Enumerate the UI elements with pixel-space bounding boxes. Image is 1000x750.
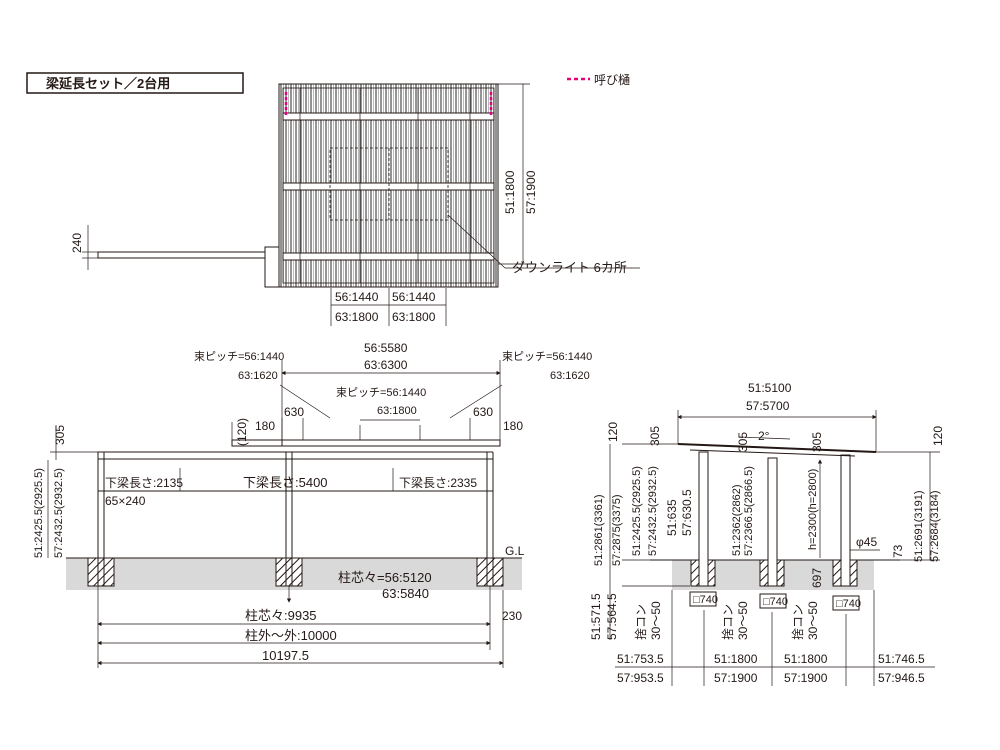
- dim-697: 697: [810, 568, 824, 588]
- stone-3-range: 30〜50: [806, 601, 820, 640]
- bottom-4a: 51:746.5: [878, 652, 925, 666]
- front-total-b: 63:6300: [364, 358, 408, 372]
- dim-120: (120): [235, 418, 249, 446]
- gl-label: G.L: [505, 544, 525, 558]
- stone-2: 捨コン: [720, 604, 735, 640]
- phi-label: φ45: [856, 535, 877, 549]
- plan-depth-2: 57:1900: [524, 170, 538, 214]
- dim-180-right: 180: [503, 419, 523, 433]
- mid-h3: h=2300(h=2800): [807, 469, 819, 550]
- left-h-b: 57:2875(3375): [611, 494, 623, 566]
- legend: 呼び樋: [567, 72, 630, 87]
- downlight-label: ダウンライト 6カ所: [512, 260, 627, 275]
- bottom-3b: 57:1900: [784, 671, 828, 685]
- front-height-b: 57:2432.5(2932.5): [53, 468, 65, 558]
- foot-3: □740: [836, 598, 861, 610]
- plan-beam-ext: 240: [70, 233, 84, 253]
- side-305-c: 305: [810, 432, 824, 452]
- bottom-4b: 57:946.5: [878, 671, 925, 685]
- side-120-left: 120: [606, 422, 620, 442]
- dim-180-left: 180: [255, 419, 275, 433]
- overall-length: 10197.5: [262, 648, 309, 663]
- dim-630-left: 630: [284, 405, 304, 419]
- pitch-left-b: 63:1620: [238, 370, 278, 382]
- side-305-b: 305: [736, 432, 750, 452]
- foot-2: □740: [763, 596, 788, 608]
- right-h-b: 57:2684(3184): [929, 490, 941, 562]
- side-width-a: 51:5100: [748, 381, 792, 395]
- mid-h2-b: 57:2366.5(2866.5): [743, 466, 755, 556]
- side-120-right: 120: [931, 426, 945, 446]
- plan-bay-2b: 63:1800: [392, 310, 436, 324]
- sub-beam-mid: 下梁長さ:5400: [243, 475, 328, 490]
- front-total-a: 56:5580: [364, 341, 408, 355]
- mid-h-a: 51:635: [665, 499, 679, 536]
- post-pitch-a: 柱芯々=56:5120: [338, 570, 432, 585]
- embed-a: 51:571.5: [589, 593, 603, 640]
- plan-bay-1b: 63:1800: [335, 310, 379, 324]
- dim-230: 230: [502, 609, 522, 623]
- pitch-mid-a: 束ピッチ=56:1440: [336, 386, 426, 399]
- outer-total: 柱外〜外:10000: [245, 628, 337, 643]
- post-pitch-b: 63:5840: [382, 586, 429, 601]
- plan-view: 51:1800 57:1900 240 ダウンライト 6カ所 56:1440 6…: [70, 83, 640, 326]
- side-width-b: 57:5700: [746, 399, 790, 413]
- left-h2-a: 51:2425.5(2925.5): [631, 466, 643, 556]
- pitch-mid-b: 63:1800: [377, 405, 417, 417]
- mid-h2-a: 51:2362(2862): [731, 484, 743, 556]
- bottom-2b: 57:1900: [714, 671, 758, 685]
- stone-3: 捨コン: [790, 604, 805, 640]
- legend-label: 呼び樋: [594, 72, 630, 87]
- stone-1: 捨コン: [633, 604, 648, 640]
- left-h-a: 51:2861(3361): [593, 494, 605, 566]
- side-elevation: □740 □740 □740 51:5100 57:5700 120 305 3…: [589, 381, 945, 686]
- beam-section: 65×240: [105, 494, 146, 508]
- mid-h-b: 57:630.5: [680, 489, 694, 536]
- bottom-1a: 51:753.5: [617, 652, 664, 666]
- pitch-left-a: 束ピッチ=56:1440: [194, 350, 284, 363]
- title-box: 梁延長セット／2台用: [26, 72, 244, 94]
- slope: 2°: [758, 429, 770, 443]
- right-h-a: 51:2691(3191): [913, 490, 925, 562]
- beam-extension: [97, 251, 280, 259]
- sub-beam-right: 下梁長さ:2335: [399, 475, 477, 490]
- stone-2-range: 30〜50: [736, 601, 750, 640]
- foot-1: □740: [693, 594, 718, 606]
- plan-depth-1: 51:1800: [503, 170, 517, 214]
- left-h2-b: 57:2432.5(2932.5): [647, 466, 659, 556]
- bottom-3a: 51:1800: [784, 652, 828, 666]
- plan-bay-1a: 56:1440: [335, 290, 379, 304]
- side-305-a: 305: [648, 426, 662, 446]
- post-pitch-total: 柱芯々:9935: [245, 608, 317, 623]
- bottom-2a: 51:1800: [714, 652, 758, 666]
- pitch-right-a: 束ピッチ=56:1440: [502, 350, 592, 363]
- plan-bay-2a: 56:1440: [392, 290, 436, 304]
- embed-b: 57:564.5: [605, 593, 619, 640]
- pitch-right-b: 63:1620: [550, 370, 590, 382]
- bottom-1b: 57:953.5: [617, 671, 664, 685]
- drawing-title: 梁延長セット／2台用: [45, 76, 170, 91]
- stone-1-range: 30〜50: [649, 601, 663, 640]
- dim-73: 73: [891, 544, 905, 558]
- front-height-a: 51:2425.5(2925.5): [33, 468, 45, 558]
- sub-beam-left: 下梁長さ:2135: [105, 475, 183, 490]
- front-elevation: 56:5580 63:6300 束ピッチ=56:1440 63:1620 束ピッ…: [33, 341, 592, 668]
- front-dim-305: 305: [53, 425, 67, 445]
- dim-630-right: 630: [473, 405, 493, 419]
